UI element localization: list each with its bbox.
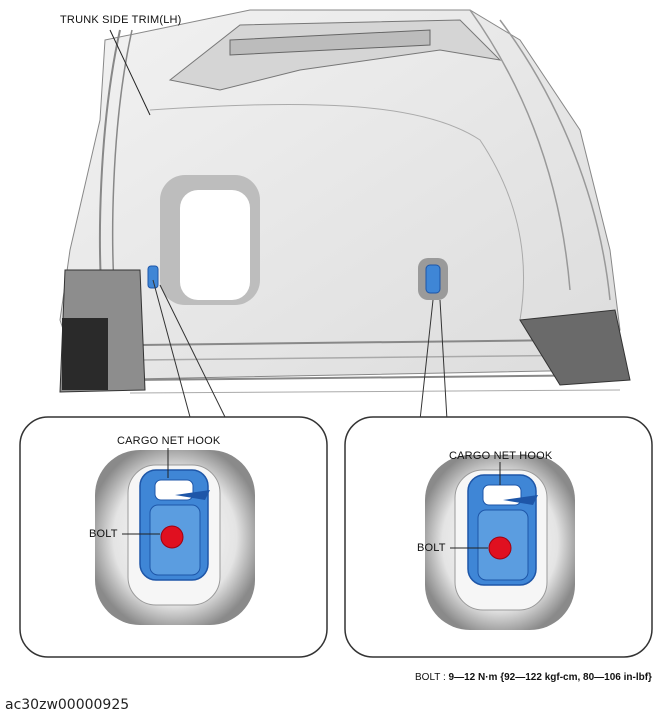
right-cargo-net-hook xyxy=(467,474,538,586)
right-callout xyxy=(419,299,448,421)
left-bolt xyxy=(160,525,184,549)
left-callout xyxy=(152,279,226,418)
left-cargo-net-hook xyxy=(139,469,210,581)
left-cargo-net-hook-label: CARGO NET HOOK xyxy=(117,435,221,447)
right-cargo-net-hook-label: CARGO NET HOOK xyxy=(449,450,553,462)
right-bolt xyxy=(488,536,512,560)
torque-spec: BOLT : 9—12 N·m {92—122 kgf-cm, 80—106 i… xyxy=(415,672,652,683)
left-detail-panel xyxy=(19,416,328,658)
trim-leader xyxy=(109,29,151,116)
figure-code: ac30zw00000925 xyxy=(5,697,130,713)
torque-prefix: BOLT : xyxy=(415,672,449,683)
trunk-side-trim-label: TRUNK SIDE TRIM(LH) xyxy=(60,14,182,26)
left-bolt-label: BOLT xyxy=(89,528,118,540)
torque-value: 9—12 N·m {92—122 kgf-cm, 80—106 in-lbf} xyxy=(448,672,652,683)
trunk-interior xyxy=(59,9,631,394)
right-bolt-label: BOLT xyxy=(417,542,446,554)
right-detail-panel xyxy=(344,416,653,658)
